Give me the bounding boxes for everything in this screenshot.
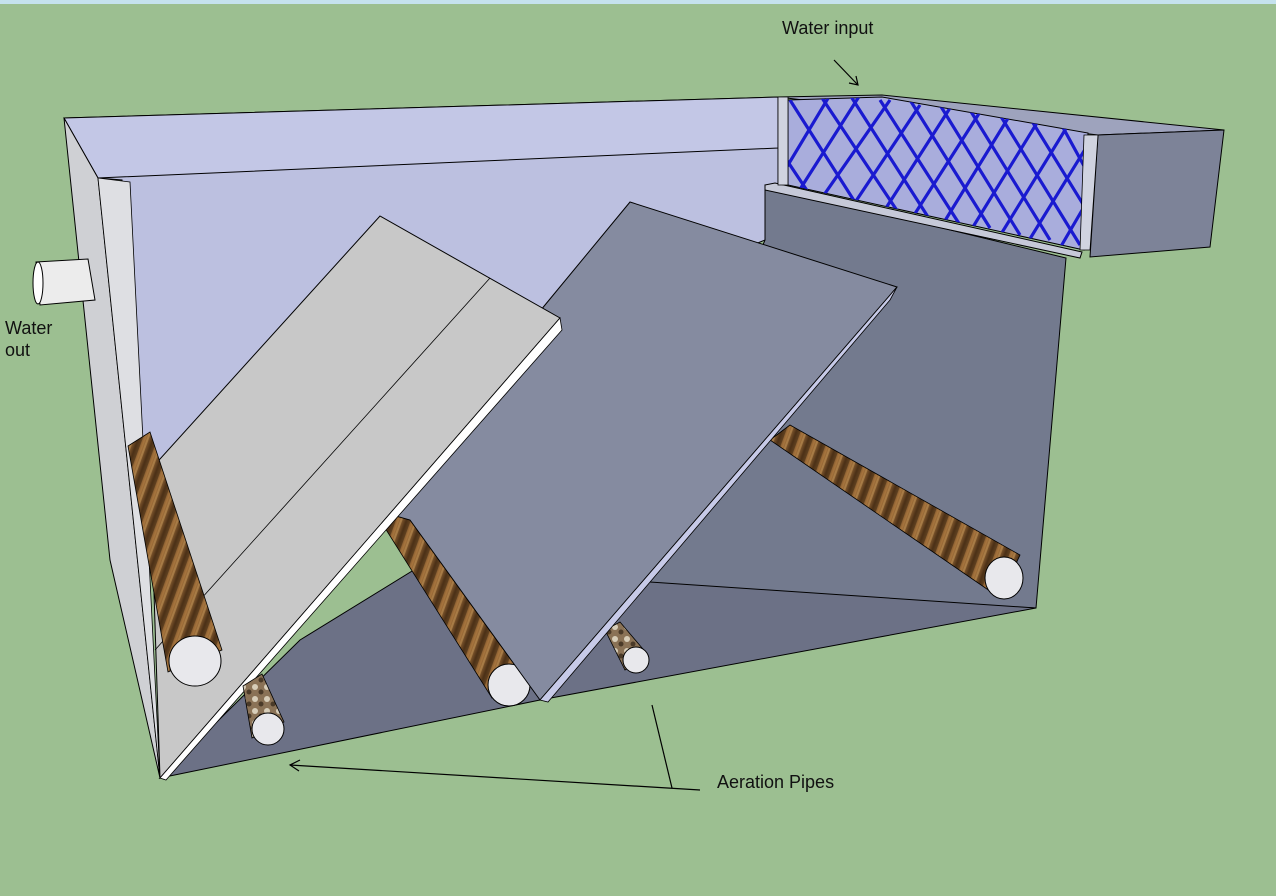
water-input-label: Water input <box>782 18 874 38</box>
right-baffle-plate <box>374 201 898 703</box>
aeration-pipe-left <box>127 431 223 687</box>
water-out-pipe <box>32 258 96 306</box>
water-input-arrow <box>833 59 859 86</box>
water-out-label-line1: Water <box>5 318 53 338</box>
water-out-label: Water out <box>5 317 52 361</box>
aeration-pipe-small-left <box>242 673 285 746</box>
left-baffle-plate <box>149 215 563 781</box>
inlet-mesh-screen <box>777 96 1099 251</box>
aeration-pipe-right <box>769 424 1024 600</box>
inlet-channel-side <box>1089 129 1225 258</box>
aeration-pipe-small-right <box>604 621 650 674</box>
inlet-weir-lip <box>764 182 1083 259</box>
water-out-label-line2: out <box>5 340 31 360</box>
aeration-pipes-label: Aeration Pipes <box>717 772 835 792</box>
aeration-pipes-pointers <box>288 704 701 791</box>
top-strip <box>0 0 1276 4</box>
